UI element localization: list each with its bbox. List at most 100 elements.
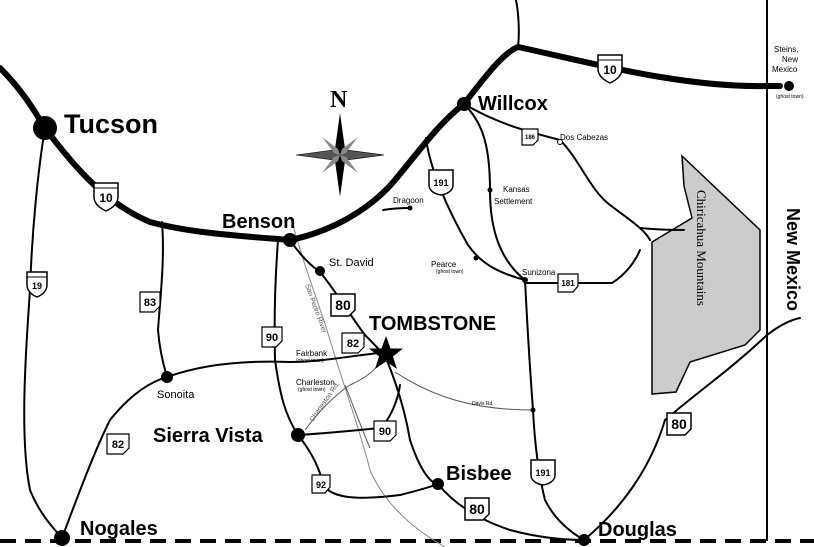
az-80-shield-south: 80 bbox=[464, 497, 490, 521]
chiricahua-mountains-label: Chiricahua Mountains bbox=[694, 190, 709, 306]
steins-label-2: New bbox=[782, 55, 798, 64]
sunizona-marker bbox=[522, 277, 528, 283]
az-181-shield: 181 bbox=[557, 273, 579, 293]
az-80-south-road bbox=[437, 483, 585, 541]
az-90-road bbox=[273, 239, 299, 436]
interstate-10 bbox=[0, 44, 783, 243]
pearce-ghost-town-label: (ghost town) bbox=[436, 269, 464, 275]
sonoita-marker bbox=[161, 371, 173, 383]
compass-rose: N bbox=[295, 87, 385, 197]
bisbee-marker bbox=[432, 478, 444, 490]
az-80-east-road bbox=[583, 317, 801, 541]
az-186-road bbox=[463, 103, 651, 241]
willcox-label: Willcox bbox=[478, 93, 548, 115]
az-92-shield: 92 bbox=[311, 474, 331, 494]
svg-text:186: 186 bbox=[525, 135, 536, 141]
svg-text:10: 10 bbox=[603, 63, 617, 77]
pearce-label: Pearce bbox=[431, 260, 457, 269]
sierra-vista-label: Sierra Vista bbox=[153, 425, 264, 447]
dos-cabezas-marker bbox=[557, 139, 563, 145]
willcox-marker bbox=[457, 97, 471, 111]
st-david-marker bbox=[315, 266, 325, 276]
az-90-shield-west: 90 bbox=[261, 326, 283, 348]
interstate-10-shield-east: 10 bbox=[597, 54, 623, 84]
svg-text:82: 82 bbox=[347, 338, 359, 350]
svg-text:90: 90 bbox=[379, 426, 391, 438]
tucson-label: Tucson bbox=[64, 109, 158, 139]
st-david-label: St. David bbox=[329, 257, 374, 269]
dragoon-label: Dragoon bbox=[393, 196, 424, 205]
kansas-settlement-label-1: Kansas bbox=[503, 185, 530, 194]
svg-text:82: 82 bbox=[112, 439, 124, 451]
az-83-shield: 83 bbox=[139, 291, 161, 313]
douglas-label: Douglas bbox=[598, 519, 677, 541]
tombstone-star bbox=[369, 336, 403, 369]
az-92-road bbox=[297, 434, 439, 499]
nogales-label: Nogales bbox=[80, 518, 158, 540]
svg-text:80: 80 bbox=[469, 501, 485, 517]
kansas-settlement-label-2: Settlement bbox=[494, 197, 533, 206]
tucson-marker bbox=[33, 116, 57, 140]
davis-road bbox=[394, 371, 534, 411]
sunizona-label: Sunizona bbox=[522, 268, 556, 277]
chiricahua-access-road bbox=[639, 227, 685, 231]
charleston-road-south bbox=[344, 384, 371, 449]
dragoon-road bbox=[382, 207, 411, 211]
az-82-shield-east: 82 bbox=[341, 332, 365, 354]
chiricahua-mountains-area bbox=[651, 154, 761, 395]
steins-label-1: Steins, bbox=[774, 45, 798, 54]
fairbank-ghost-town-label: (ghost town) bbox=[296, 358, 324, 364]
az-80-shield-north: 80 bbox=[330, 293, 356, 317]
nogales-marker bbox=[54, 530, 70, 546]
kansas-settlement-marker bbox=[487, 187, 493, 193]
us-191-shield-south: 191 bbox=[530, 459, 556, 486]
svg-text:90: 90 bbox=[266, 332, 278, 344]
davis-junction-marker bbox=[530, 407, 536, 413]
az-80-shield-east: 80 bbox=[666, 412, 692, 436]
pearce-marker bbox=[473, 255, 479, 261]
fairbank-label: Fairbank bbox=[296, 349, 328, 358]
az-181-road bbox=[524, 249, 641, 284]
us-191-shield-north: 191 bbox=[428, 169, 454, 196]
az-186-shield: 186 bbox=[521, 128, 539, 146]
interstate-19-road bbox=[23, 127, 63, 539]
new-mexico-label: New Mexico bbox=[783, 208, 803, 311]
svg-text:83: 83 bbox=[144, 297, 156, 309]
interstate-10-shield-west: 10 bbox=[93, 182, 119, 212]
charleston-ghost-town-label: (ghost town) bbox=[298, 387, 326, 393]
svg-text:80: 80 bbox=[671, 416, 687, 432]
san-pedro-river-label: San Pedro River bbox=[303, 283, 327, 334]
svg-text:181: 181 bbox=[561, 279, 575, 288]
tombstone-label: TOMBSTONE bbox=[369, 313, 496, 335]
svg-text:191: 191 bbox=[535, 468, 550, 478]
bisbee-label: Bisbee bbox=[446, 463, 512, 485]
az-82-shield-south: 82 bbox=[106, 433, 130, 455]
davis-road-label: Davis Rd. bbox=[472, 401, 494, 407]
sonoita-label: Sonoita bbox=[157, 389, 195, 401]
compass-north-label: N bbox=[330, 87, 348, 113]
dos-cabezas-label: Dos Cabezas bbox=[560, 133, 608, 142]
sierra-vista-marker bbox=[291, 428, 305, 442]
benson-marker bbox=[283, 233, 297, 247]
svg-text:10: 10 bbox=[99, 191, 113, 205]
steins-label-3: Mexico bbox=[772, 65, 798, 74]
us-191-south-road bbox=[524, 279, 585, 541]
svg-text:80: 80 bbox=[335, 297, 351, 313]
charleston-label: Charleston bbox=[296, 378, 335, 387]
us-191-north-road bbox=[425, 137, 526, 281]
north-road bbox=[515, 0, 520, 48]
svg-text:92: 92 bbox=[316, 480, 326, 490]
douglas-marker bbox=[578, 534, 590, 546]
svg-text:19: 19 bbox=[32, 281, 42, 291]
dragoon-marker bbox=[407, 205, 413, 211]
steins-ghost-town-label: (ghost town) bbox=[776, 94, 804, 100]
steins-marker bbox=[784, 81, 794, 91]
az-90-shield-south: 90 bbox=[373, 420, 397, 442]
az-83-road bbox=[157, 221, 168, 378]
benson-label: Benson bbox=[222, 211, 295, 233]
interstate-19-shield: 19 bbox=[26, 271, 48, 298]
san-pedro-river bbox=[292, 224, 446, 547]
svg-text:191: 191 bbox=[433, 178, 448, 188]
